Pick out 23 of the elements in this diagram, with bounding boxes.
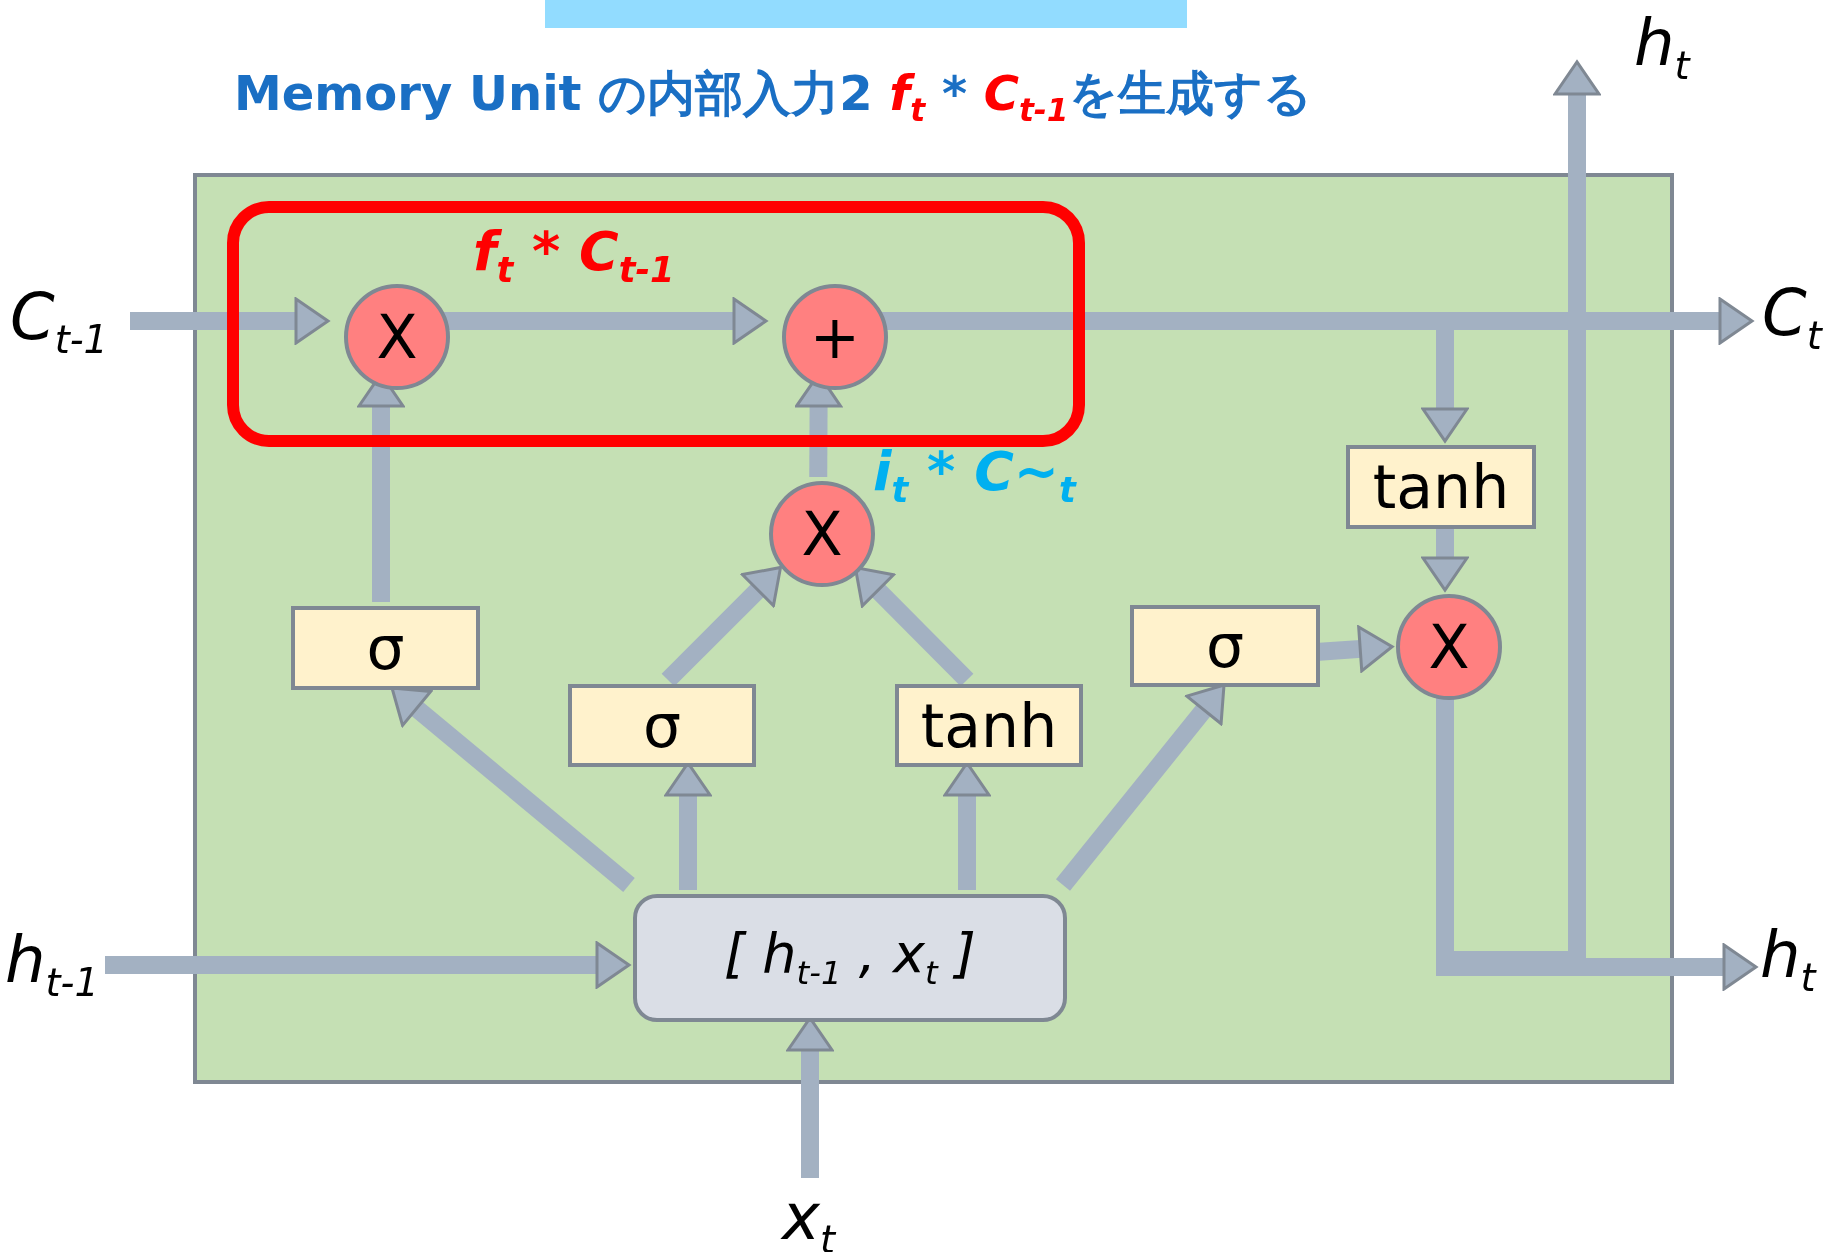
activation-box: σ (291, 606, 480, 690)
operation-circle: X (344, 284, 450, 390)
block-arrow (105, 941, 631, 989)
activation-box: σ (568, 684, 756, 767)
operation-circle: + (782, 284, 888, 390)
cell-panel (193, 173, 1674, 1084)
activation-box: tanh (1346, 445, 1536, 529)
operation-circle: X (1396, 594, 1502, 700)
signal-label: C$_{t}$ (1762, 278, 1822, 358)
formula-label: i$_{t}$ * C~$_{t}$ (873, 442, 1076, 510)
signal-label: x$_{t}$ (782, 1182, 835, 1252)
activation-box: tanh (895, 684, 1083, 767)
signal-label: h$_{t}$ (1634, 8, 1690, 88)
heading: Memory Unit の内部入力2 f$_{t}$ *C$_{t-1}$を生成する (234, 64, 1312, 128)
concat-box: [ h$_{t-1}$ , x$_{t}$ ] (633, 894, 1067, 1022)
formula-label: f$_{t}$ * C$_{t-1}$ (473, 222, 675, 290)
highlight-frame (227, 201, 1085, 447)
signal-label: h$_{t-1}$ (5, 925, 99, 1005)
activation-box: σ (1130, 605, 1320, 687)
block-arrow (130, 297, 330, 345)
operation-circle: X (769, 481, 875, 587)
signal-label: C$_{t-1}$ (10, 282, 109, 362)
signal-label: h$_{t}$ (1760, 920, 1816, 1000)
